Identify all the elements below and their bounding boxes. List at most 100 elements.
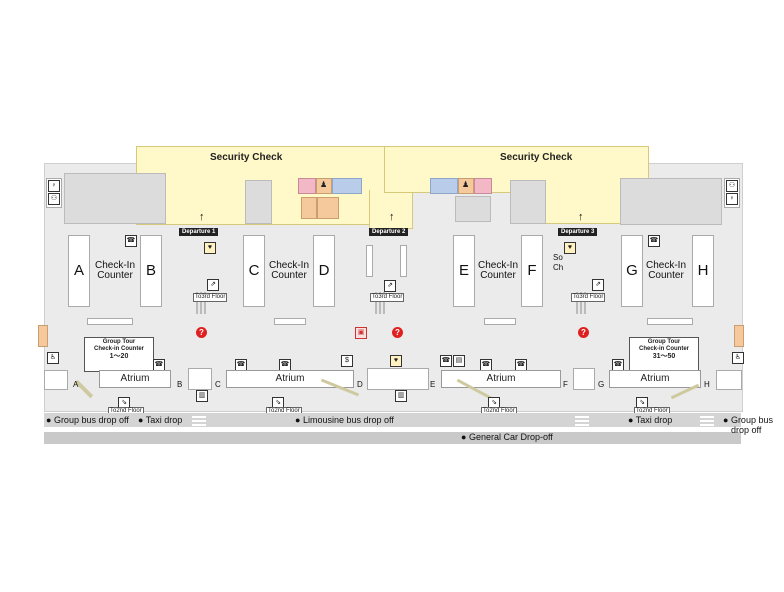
general-car-drop-off[interactable]: ● General Car Drop-off [461,432,553,442]
room-left-mid [245,180,272,224]
gate-letter-e: E [430,380,436,389]
phone-icon: ☎ [648,235,660,247]
room-right-top [620,178,722,225]
taxi-drop-right[interactable]: ● Taxi drop [628,415,673,425]
group-bus-drop-off-right-text-1: Group bus [730,415,773,425]
pillar [400,245,407,277]
room-right-mid [510,180,546,224]
departure-1-sign[interactable]: Departure 1 [179,228,219,236]
counter-g-letter: G [626,262,638,279]
shop-icon: ♥ [390,355,402,367]
group-tour-counter-right[interactable]: Group Tour Check-in Counter 31～50 [629,337,699,372]
checkin-line1: Check-In [645,260,686,271]
information-icon[interactable]: ? [578,327,589,338]
counter-d-letter: D [318,262,330,279]
group-bus-drop-off-left[interactable]: ● Group bus drop off [46,415,129,425]
atrium-ef: Atrium [441,370,561,388]
person-icon: ♟ [462,180,470,189]
counter-g[interactable]: G [621,235,643,307]
gate-letter-h: H [704,380,710,389]
person-icon: ♟ [320,180,328,189]
information-icon[interactable]: ? [196,327,207,338]
shop-icon: ♥ [564,242,576,254]
escalator-icon: ⇘ [488,397,500,409]
atm-icon: $ [341,355,353,367]
parking-icon: ▥ [196,390,208,402]
wheelchair-icon: ♿ [47,352,59,364]
bench [274,318,306,325]
group-tour-counter-left[interactable]: Group Tour Check-in Counter 1～20 [84,337,154,372]
counter-f[interactable]: F [521,235,543,307]
escalator-center [375,292,385,314]
group-bus-drop-off-right[interactable]: ● Group bus [723,415,773,425]
gate-letter-d: D [357,380,363,389]
departure-2-sign[interactable]: Departure 2 [369,228,409,236]
counter-h[interactable]: H [692,235,714,307]
shop-orange-3 [317,197,339,219]
counter-d[interactable]: D [313,235,335,307]
entrance-block-f [573,368,595,390]
security-check-label-left: Security Check [210,152,283,163]
shop-icon: ♥ [204,242,216,254]
escalator-left [196,292,206,314]
emergency-phone-icon: ▣ [355,327,367,339]
entrance-block-h [716,370,742,390]
counter-a-letter: A [73,262,84,279]
gate-letter-b: B [177,380,183,389]
atrium-ab: Atrium [99,370,171,388]
escalator-right [576,292,586,314]
group-tour-left-title-2: Check-in Counter [93,346,144,352]
bench [87,318,133,325]
drop-off-lane-inner [44,413,741,427]
shop-orange-right-edge [734,325,744,347]
entrance-block-a [44,370,68,390]
atrium-cd: Atrium [226,370,354,388]
arrow-up-icon: ↑ [199,211,205,223]
gate-letter-a: A [73,380,79,389]
shop-blue-1 [332,178,362,194]
gate-letter-g: G [598,380,605,389]
counter-e[interactable]: E [453,235,475,307]
group-tour-left-range: 1～20 [109,353,129,360]
restroom-icon: ♀ [48,180,60,192]
entrance-block-center [367,368,429,390]
counter-f-letter: F [527,262,537,279]
counter-c[interactable]: C [243,235,265,307]
taxi-drop-left-text: Taxi drop [145,415,183,425]
counter-h-letter: H [697,262,709,279]
group-tour-right-range: 31～50 [652,353,676,360]
to-3rd-floor-label-3[interactable]: To3rd Floor [571,293,606,302]
atrium-gh: Atrium [609,370,701,388]
information-icon[interactable]: ? [392,327,403,338]
to-3rd-floor-label-2[interactable]: To3rd Floor [370,293,405,302]
taxi-drop-left[interactable]: ● Taxi drop [138,415,183,425]
shop-orange-left-edge [38,325,48,347]
to-3rd-floor-label-1[interactable]: To3rd Floor [193,293,228,302]
phone-icon: ☎ [153,359,165,371]
escalator-icon: ⇘ [636,397,648,409]
partial-sign-line2: Ch [553,263,564,272]
phone-icon: ☎ [440,355,452,367]
counter-a[interactable]: A [68,235,90,307]
general-car-drop-off-text: General Car Drop-off [468,432,553,442]
gate-letter-c: C [215,380,221,389]
pillar [366,245,373,277]
gate-letter-f: F [563,380,568,389]
wheelchair-icon: ♿ [732,352,744,364]
limousine-bus-drop-off[interactable]: ● Limousine bus drop off [295,415,394,425]
bench [484,318,516,325]
shop-pink-1 [298,178,316,194]
arrow-up-icon: ↑ [578,211,584,223]
departure-3-sign[interactable]: Departure 3 [558,228,598,236]
counter-c-letter: C [248,262,260,279]
drop-off-lane-outer [44,432,741,444]
arrow-up-icon: ↑ [389,211,395,223]
group-tour-right-title-1: Group Tour [647,339,681,345]
limousine-bus-drop-off-text: Limousine bus drop off [302,415,394,425]
counter-b[interactable]: B [140,235,162,307]
group-tour-right-title-2: Check-in Counter [638,346,689,352]
group-bus-drop-off-left-text: Group bus drop off [53,415,129,425]
phone-icon: ☎ [125,235,137,247]
crosswalk [192,416,206,426]
